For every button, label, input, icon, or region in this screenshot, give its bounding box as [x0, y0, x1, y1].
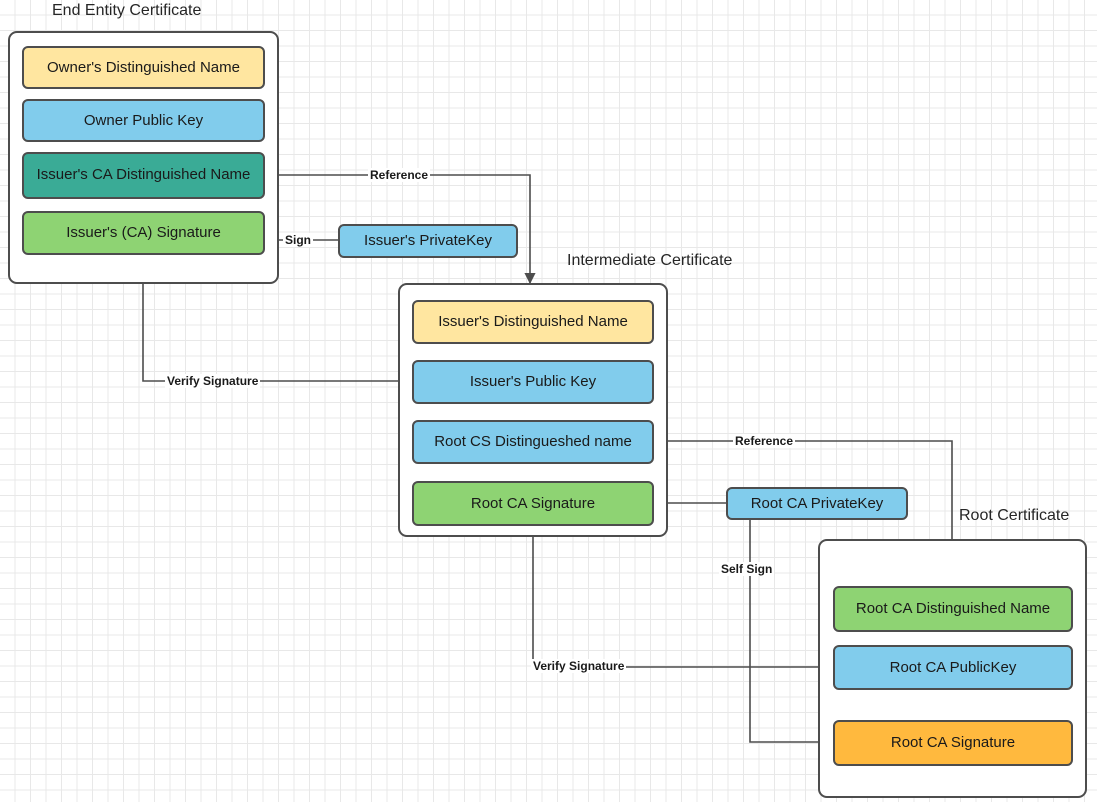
edge-label-ee-reference: Reference [368, 168, 431, 182]
field-intermediate-root-ca-signature[interactable]: Root CA Signature [412, 481, 654, 526]
cert-title-intermediate: Intermediate Certificate [567, 252, 733, 269]
field-owner-distinguished-name[interactable]: Owner's Distinguished Name [22, 46, 265, 89]
edge-int-verify-signature [527, 525, 833, 668]
field-issuer-public-key[interactable]: Issuer's Public Key [412, 360, 654, 404]
field-root-cs-distingueshed-name[interactable]: Root CS Distingueshed name [412, 420, 654, 464]
edge-label-ee-sign: Sign [283, 233, 313, 247]
field-root-ca-distinguished-name[interactable]: Root CA Distinguished Name [833, 586, 1073, 632]
edge-label-root-self-sign: Self Sign [719, 562, 775, 576]
field-owner-public-key[interactable]: Owner Public Key [22, 99, 265, 142]
edge-label-ee-verify-signature: Verify Signature [165, 374, 261, 388]
field-issuer-distinguished-name[interactable]: Issuer's Distinguished Name [412, 300, 654, 344]
cert-title-root: Root Certificate [959, 507, 1070, 524]
field-issuers-ca-signature[interactable]: Issuer's (CA) Signature [22, 211, 265, 255]
field-root-ca-public-key[interactable]: Root CA PublicKey [833, 645, 1073, 690]
key-box-issuer-private-key[interactable]: Issuer's PrivateKey [338, 224, 518, 258]
edge-label-int-reference: Reference [733, 434, 796, 448]
field-issuer-ca-distinguished-name[interactable]: Issuer's CA Distinguished Name [22, 152, 265, 199]
cert-title-end-entity: End Entity Certificate [52, 2, 202, 19]
field-root-ca-signature[interactable]: Root CA Signature [833, 720, 1073, 766]
edge-label-int-verify-signature: Verify Signature [531, 659, 627, 673]
key-box-root-ca-private-key[interactable]: Root CA PrivateKey [726, 487, 908, 520]
